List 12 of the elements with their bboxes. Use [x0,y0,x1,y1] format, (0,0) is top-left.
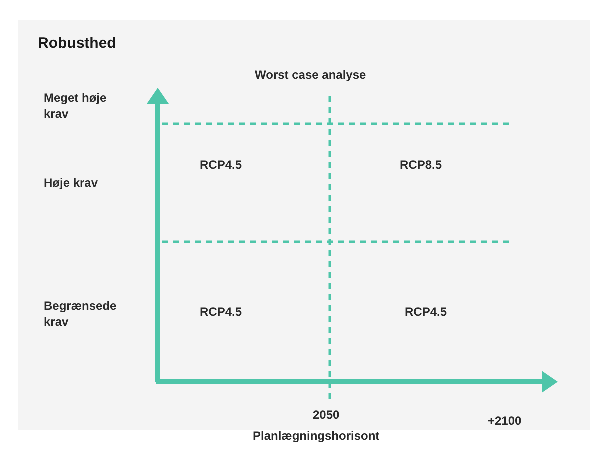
chart-title: Robusthed [38,35,116,52]
axis-label: RCP4.5 [200,304,242,320]
axis-label: RCP8.5 [400,157,442,174]
axis-label: RCP4.5 [405,304,448,320]
axis-label: Høje krav [44,175,100,192]
axis-label: Worst case analyse [255,67,366,84]
axis-label: RCP4.5 [200,157,242,174]
axis-label: Meget høje krav [44,90,108,122]
axis-label: +2100 [488,413,522,430]
axis-label: Begrænsede krav [44,298,118,330]
axis-label: 2050 [313,407,340,424]
axis-label: Planlægningshorisont [253,428,380,444]
